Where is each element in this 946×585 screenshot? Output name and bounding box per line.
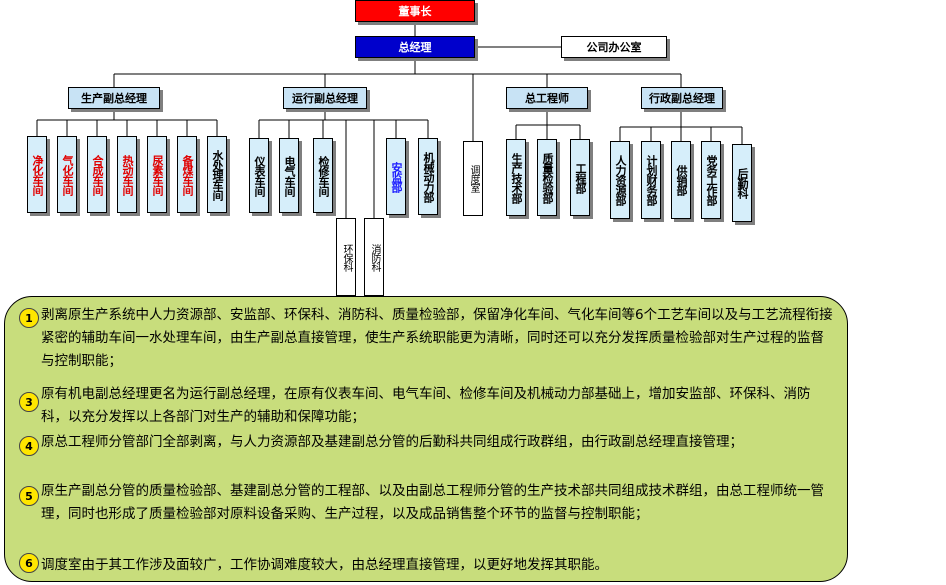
operation-vp-label: 运行副总经理 xyxy=(292,92,358,105)
note-number-badge: 5 xyxy=(19,486,39,506)
unit-gasification: 气化车间 xyxy=(57,136,77,213)
general-manager-label: 总经理 xyxy=(398,41,432,54)
notes-panel: 1 剥离原生产系统中人力资源部、安监部、环保科、消防科、质量检验部，保留净化车间… xyxy=(4,296,848,582)
unit-engineering: 工程部 xyxy=(570,139,590,216)
note-number-badge: 6 xyxy=(19,553,39,573)
unit-environmental: 环保科 xyxy=(336,218,356,296)
unit-dispatch-room: 调度室 xyxy=(463,141,483,216)
company-office-box: 公司办公室 xyxy=(561,36,667,58)
chief-engineer-label: 总工程师 xyxy=(525,92,569,105)
unit-safety: 安监部 xyxy=(386,138,406,215)
unit-supply-sales: 供销部 xyxy=(671,141,691,219)
unit-urea: 尿素车间 xyxy=(147,136,167,213)
unit-production-tech: 生产技术部 xyxy=(506,139,526,216)
administration-vp-label: 行政副总经理 xyxy=(649,92,715,105)
unit-coal-prep: 备煤车间 xyxy=(177,136,197,213)
note-text: 原生产副总分管的质量检验部、基建副总分管的工程部、以及由副总工程师分管的生产技术… xyxy=(41,483,824,522)
unit-electrical: 电气车间 xyxy=(279,138,299,213)
connector-lines xyxy=(36,22,743,233)
note-text: 剥离原生产系统中人力资源部、安监部、环保科、消防科、质量检验部，保留净化车间、气… xyxy=(41,307,833,369)
production-vp-box: 生产副总经理 xyxy=(68,87,160,109)
unit-maintenance: 检修车间 xyxy=(313,138,333,213)
operation-vp-box: 运行副总经理 xyxy=(283,87,367,109)
unit-party-affairs: 党务工作部 xyxy=(701,141,721,219)
unit-purification: 净化车间 xyxy=(27,136,47,213)
general-manager-box: 总经理 xyxy=(355,36,475,58)
unit-hr: 人力资源部 xyxy=(610,141,630,219)
unit-thermal-power: 热动车间 xyxy=(117,136,137,213)
company-office-label: 公司办公室 xyxy=(586,41,642,54)
chairman-label: 董事长 xyxy=(398,5,432,18)
note-text: 原有机电副总经理更名为运行副总经理，在原有仪表车间、电气车间、检修车间及机械动力… xyxy=(41,386,811,425)
production-vp-label: 生产副总经理 xyxy=(81,92,147,105)
administration-vp-box: 行政副总经理 xyxy=(641,87,723,109)
unit-instrument: 仪表车间 xyxy=(249,138,269,213)
unit-fire-protection: 消防科 xyxy=(364,218,384,296)
note-text: 调度室由于其工作涉及面较广，工作协调难度较大，由总经理直接管理，以更好地发挥其职… xyxy=(41,557,608,573)
unit-quality-inspection: 质量检验部 xyxy=(537,139,557,216)
unit-mechanical-power: 机械动力部 xyxy=(418,138,438,215)
unit-synthesis: 合成车间 xyxy=(87,136,107,213)
chairman-box: 董事长 xyxy=(355,0,475,22)
unit-water-treatment: 水处理车间 xyxy=(207,136,227,213)
note-text: 原总工程师分管部门全部剥离，与人力资源部及基建副总分管的后勤科共同组成行政群组，… xyxy=(41,434,743,450)
chief-engineer-box: 总工程师 xyxy=(506,87,588,109)
unit-logistics: 后勤科 xyxy=(732,144,752,222)
note-number-badge: 4 xyxy=(19,436,39,456)
unit-finance: 计划财务部 xyxy=(641,141,661,219)
note-number-badge: 3 xyxy=(19,392,39,412)
note-number-badge: 1 xyxy=(19,308,39,328)
